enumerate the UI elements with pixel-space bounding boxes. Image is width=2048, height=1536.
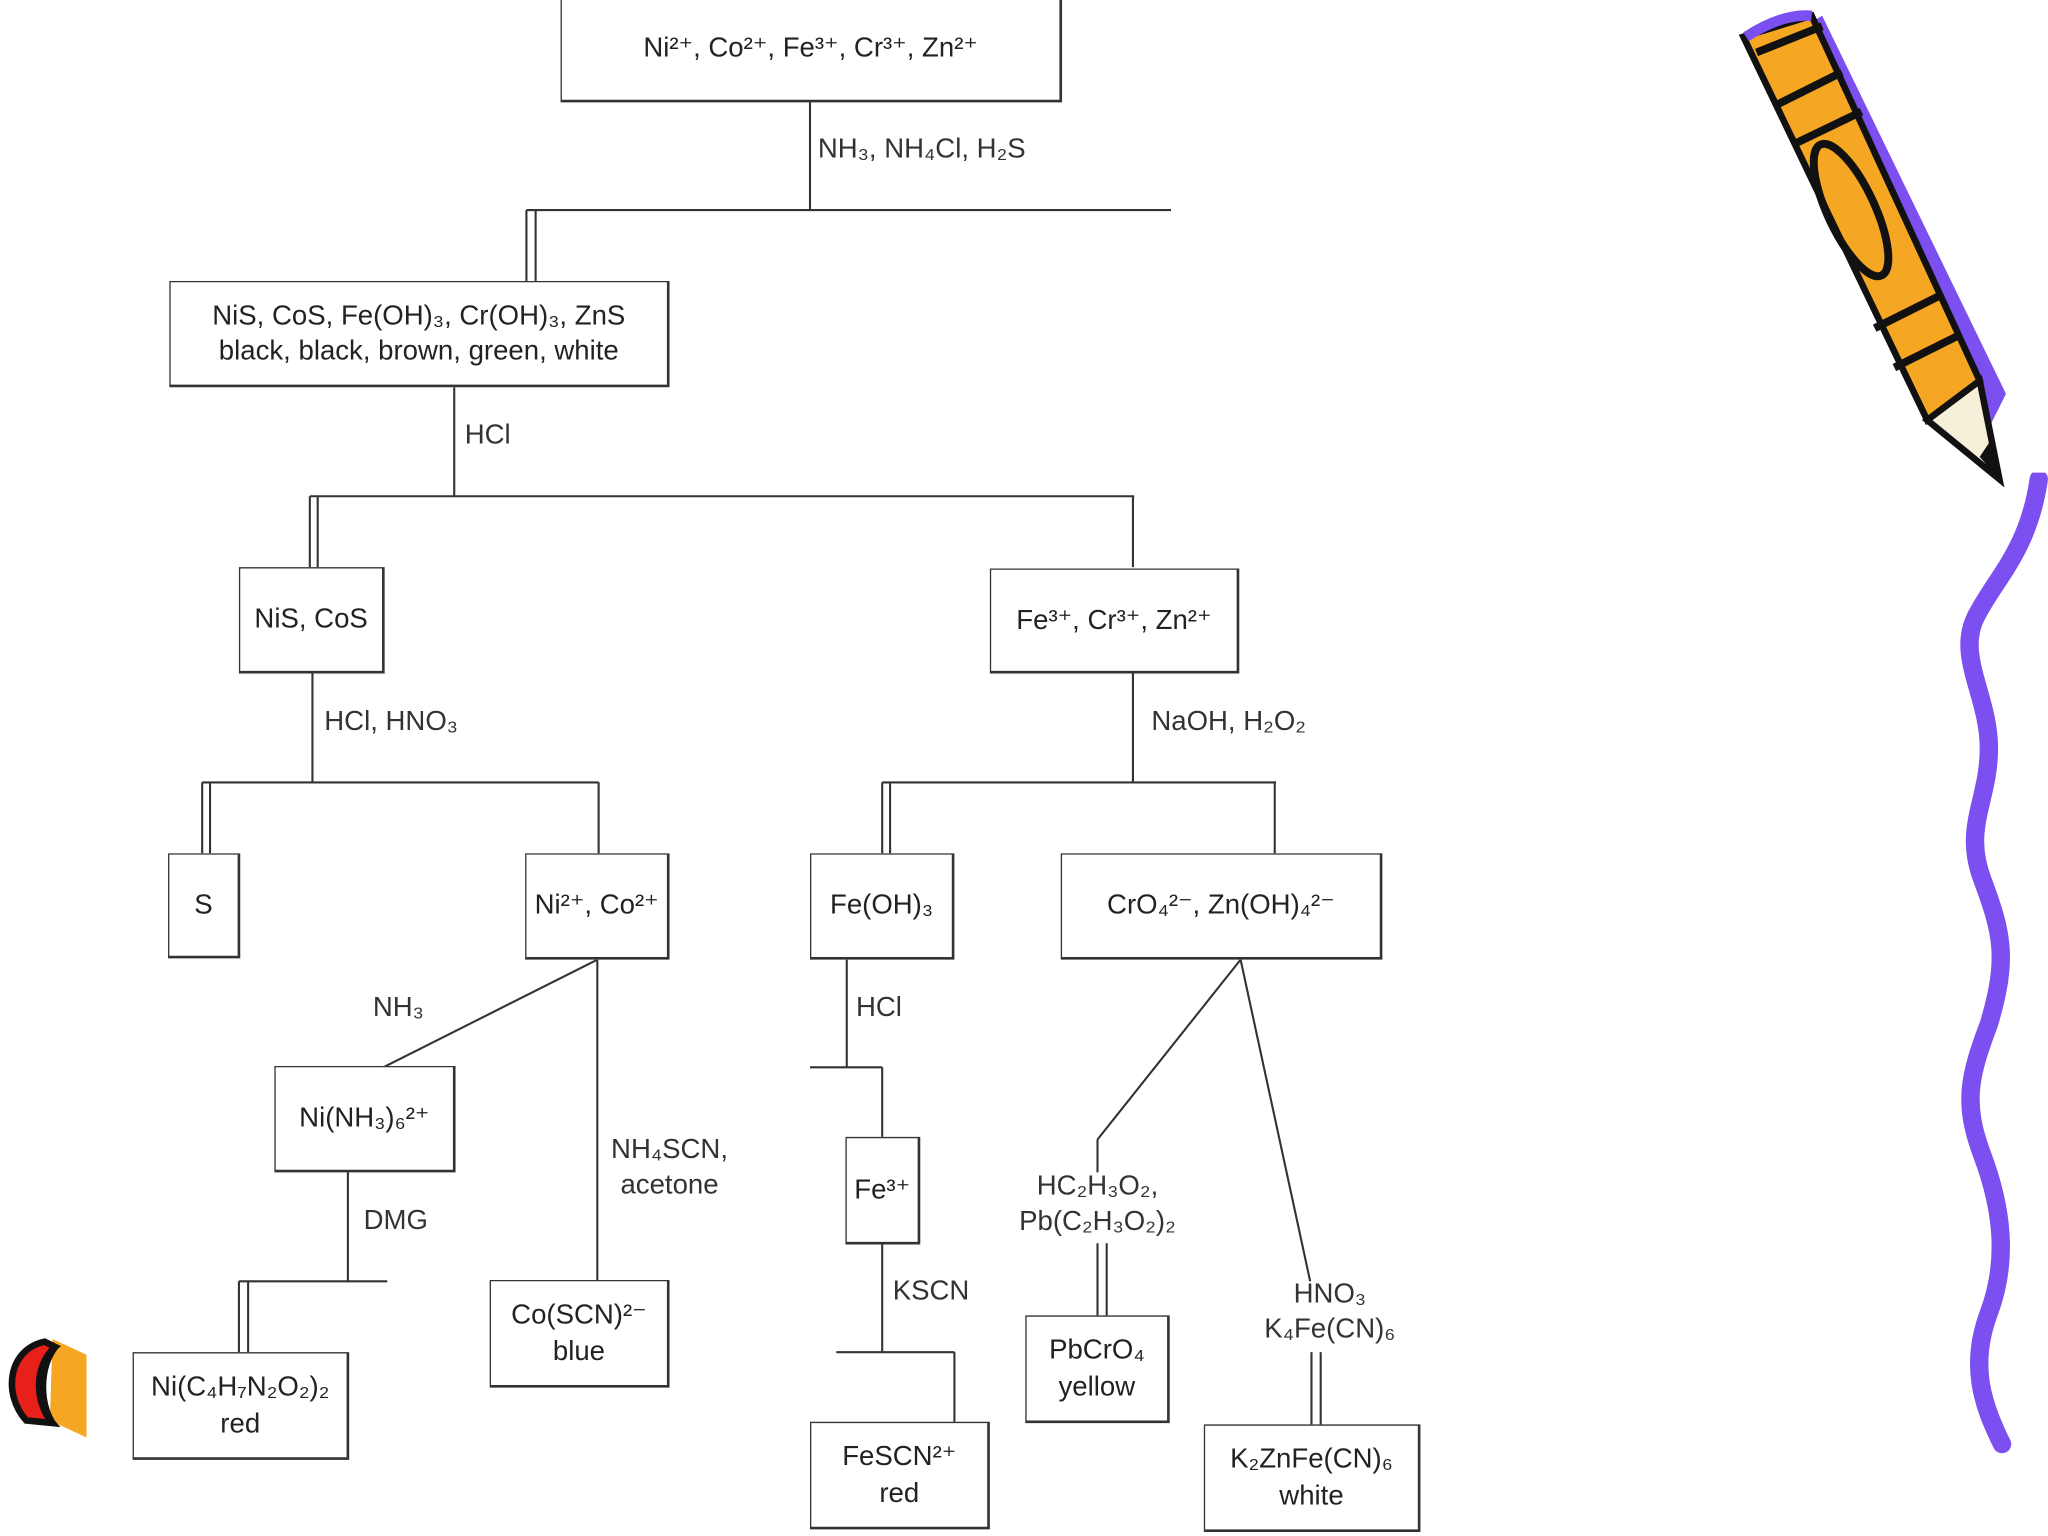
reagent-kscn: KSCN	[892, 1276, 970, 1307]
node-nis-cos: NiS, CoS	[238, 567, 385, 674]
node-feoh3: Fe(OH)₃	[809, 853, 955, 960]
node-fescn-red: FeSCN²⁺ red	[809, 1421, 990, 1530]
node-ni-dmg-red: Ni(C₄H₇N₂O₂)₂ red	[132, 1352, 350, 1460]
reagent-hcl-1: HCl	[464, 420, 511, 451]
reagent-nh4scn-acetone: NH₄SCN, acetone	[611, 1134, 728, 1201]
node-ni-nh3-complex: Ni(NH₃)₆²⁺	[274, 1065, 456, 1173]
node-sulfide-hydroxide-precipitates: NiS, CoS, Fe(OH)₃, Cr(OH)₃, ZnS black, b…	[169, 280, 670, 388]
node-pbcro4-yellow: PbCrO₄ yellow	[1025, 1315, 1170, 1424]
node-k2znfecn6-white: K₂ZnFe(CN)₆ white	[1203, 1424, 1421, 1533]
node-all-cations: Ni²⁺, Co²⁺, Fe³⁺, Cr³⁺, Zn²⁺	[560, 0, 1063, 103]
reagent-nh3-nh4cl-h2s: NH₃, NH₄Cl, H₂S	[817, 133, 1026, 165]
node-co-scn-blue: Co(SCN)²⁻ blue	[489, 1279, 670, 1388]
node-fe-cr-zn: Fe³⁺, Cr³⁺, Zn²⁺	[989, 568, 1240, 674]
node-fe3: Fe³⁺	[845, 1136, 921, 1245]
node-cro4-znoh4: CrO₄²⁻, Zn(OH)₄²⁻	[1060, 853, 1383, 960]
pencil-stub-icon	[8, 1338, 87, 1438]
squiggle-decoration	[1960, 472, 2048, 1454]
reagent-naoh-h2o2: NaOH, H₂O₂	[1151, 706, 1307, 737]
reagent-dmg: DMG	[363, 1205, 428, 1236]
pencil-icon	[1738, 10, 2006, 488]
reagent-nh3: NH₃	[372, 992, 424, 1023]
reagent-hcl-hno3: HCl, HNO₃	[324, 706, 459, 737]
reagent-acetic-acid-lead-acetate: HC₂H₃O₂, Pb(C₂H₃O₂)₂	[1019, 1171, 1176, 1238]
reagent-hcl-2: HCl	[855, 992, 902, 1023]
reagent-hno3-k4fecn6: HNO₃ K₄Fe(CN)₆	[1264, 1278, 1396, 1345]
node-sulfur: S	[168, 853, 241, 959]
node-ni-co: Ni²⁺, Co²⁺	[525, 853, 670, 960]
